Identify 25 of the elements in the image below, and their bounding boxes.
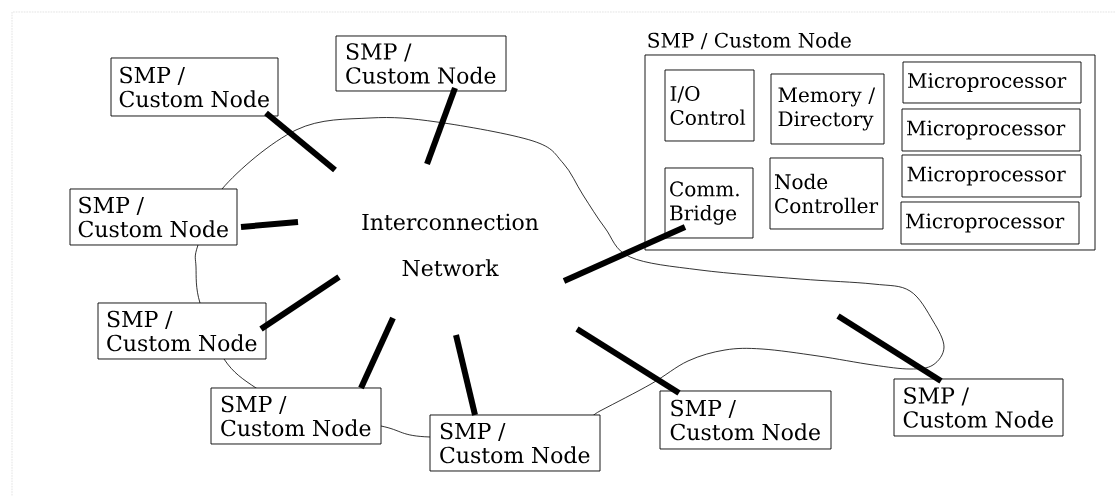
node-box: Memory / Directory	[770, 73, 885, 145]
node-box: Microprocessor	[902, 61, 1082, 104]
connector-bar	[259, 274, 341, 332]
connector-bar	[240, 219, 299, 230]
node-box: SMP / Custom Node	[335, 35, 507, 92]
node-box: SMP / Custom Node	[893, 378, 1064, 437]
node-box: SMP / Custom Node	[110, 57, 279, 117]
node-box: SMP / Custom Node	[210, 387, 382, 445]
connector-bar	[358, 316, 396, 390]
connector-bar	[264, 110, 337, 173]
node-box: SMP / Custom Node	[429, 414, 601, 472]
node-box: I/O Control	[664, 69, 755, 142]
connector-bar	[424, 86, 458, 166]
node-label: SMP / Custom Node	[648, 32, 851, 50]
node-box: SMP / Custom Node	[69, 188, 238, 246]
node-box: SMP / Custom Node	[97, 302, 267, 360]
connector-bar	[562, 224, 687, 284]
node-box: Microprocessor	[901, 154, 1082, 198]
node-box: Microprocessor	[901, 108, 1081, 152]
node-box: Microprocessor	[900, 201, 1080, 245]
connector-bar	[836, 313, 943, 384]
node-box: Node Controller	[769, 157, 884, 230]
node-box: SMP / Custom Node	[659, 390, 832, 450]
connector-bar	[453, 334, 478, 416]
node-box: Comm. Bridge	[664, 167, 754, 239]
